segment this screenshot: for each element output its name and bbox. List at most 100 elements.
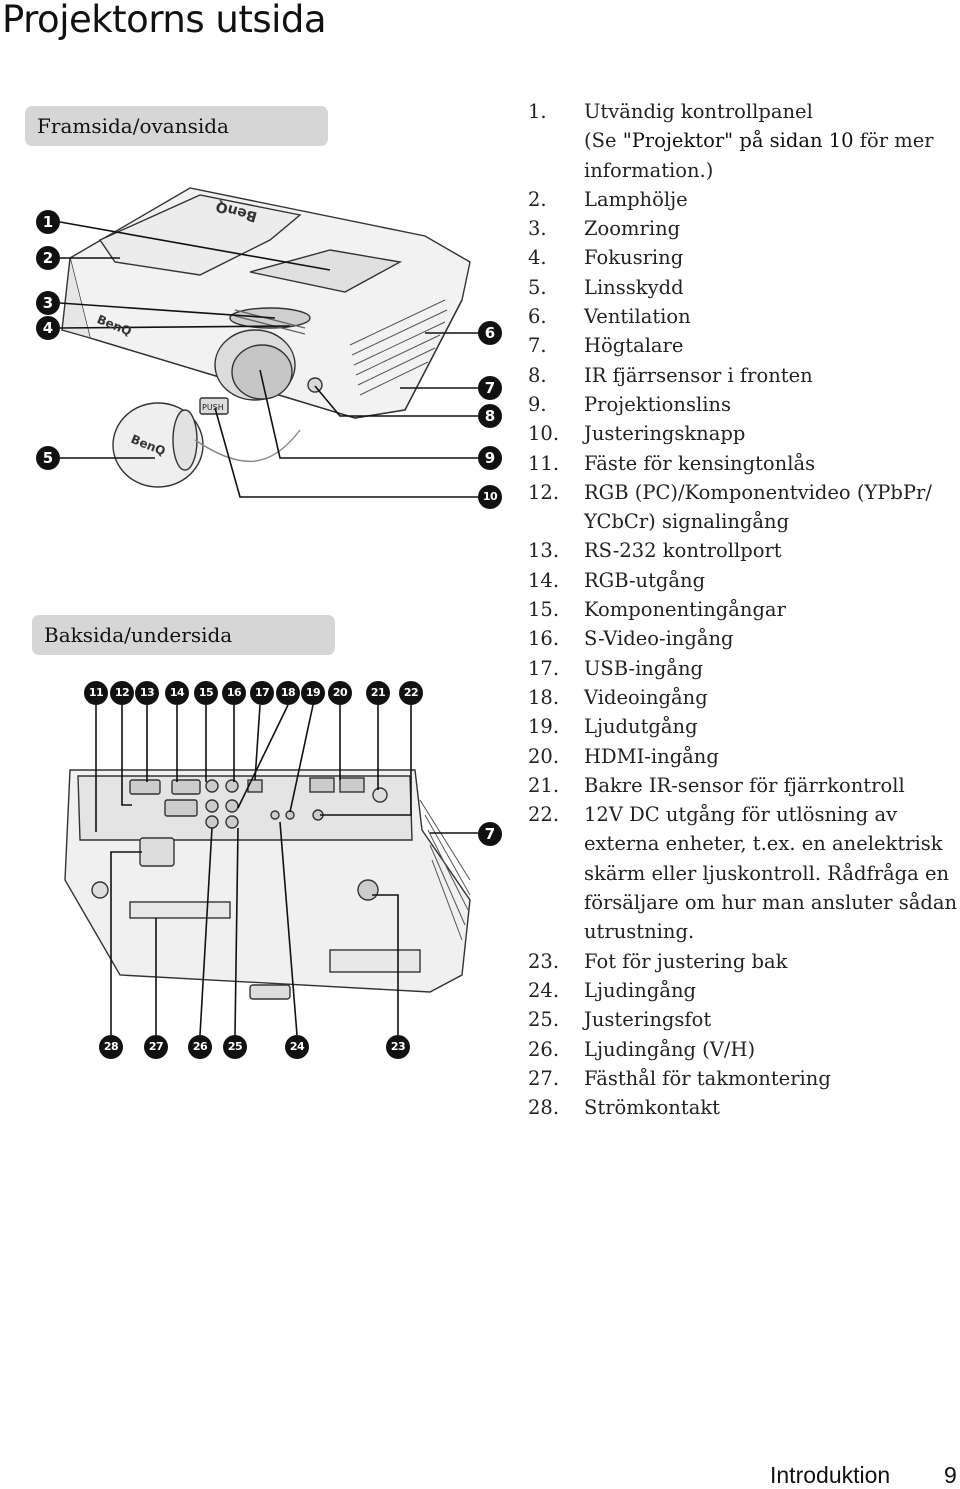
list-item: 9. Projektionslins: [528, 390, 958, 419]
callout-14: 14: [165, 681, 189, 705]
callout-9: 9: [478, 446, 502, 470]
list-item: 2. Lamphölje: [528, 185, 958, 214]
item-number: 14.: [528, 568, 560, 592]
item-number: 19.: [528, 715, 560, 739]
item-number: 23.: [528, 949, 560, 973]
callout-25: 25: [223, 1035, 247, 1059]
callout-11: 11: [84, 681, 108, 705]
callout-23: 23: [386, 1035, 410, 1059]
item-number: 20.: [528, 744, 560, 768]
list-item: 12.RGB (PC)/Komponentvideo (YPbPr/ YCbCr…: [528, 478, 958, 537]
item-number: 1.: [528, 100, 547, 123]
list-item: 17. USB-ingång: [528, 654, 958, 683]
page-title: Projektorns utsida: [2, 0, 327, 41]
callout-17: 17: [250, 681, 274, 705]
item-text: IR fjärrsensor i fronten: [584, 363, 813, 387]
item-text: Lamphölje: [584, 187, 688, 211]
push-label: PUSH: [202, 403, 224, 412]
item-number: 2.: [528, 187, 547, 211]
callout-2: 2: [36, 246, 60, 270]
item-number: 12.: [528, 480, 560, 504]
list-item: 15. Komponentingångar: [528, 595, 958, 624]
item-number: 4.: [528, 246, 547, 270]
list-item: 25. Justeringsfot: [528, 1005, 958, 1034]
callout-7-rear: 7: [478, 822, 502, 846]
list-item: 4. Fokusring: [528, 243, 958, 272]
callout-21: 21: [366, 681, 390, 705]
item-number: 24.: [528, 978, 560, 1002]
item-number: 13.: [528, 539, 560, 563]
list-item: 1. Utvändig kontrollpanel (Se "Projektor" …: [528, 97, 958, 185]
item-text: Fäste för kensingtonlås: [584, 451, 816, 475]
item-text: Utvändig kontrollpanel: [584, 100, 813, 123]
list-item: 23.Fot för justering bak: [528, 947, 958, 976]
item-text: RGB-utgång: [584, 568, 706, 592]
callout-24: 24: [285, 1035, 309, 1059]
item-text: Ljudutgång: [584, 715, 698, 739]
item-text: Justeringsfot: [584, 1008, 712, 1032]
callout-15: 15: [194, 681, 218, 705]
item-text: Komponentingångar: [584, 598, 786, 622]
projector-illustration: BenQ BenQ BenQ PUSH: [59, 187, 480, 1036]
item-number: 26.: [528, 1037, 560, 1061]
callout-13: 13: [135, 681, 159, 705]
list-item: 11.Fäste för kensingtonlås: [528, 449, 958, 478]
page-reference-link[interactable]: "Projektor" på sidan 10: [622, 129, 854, 153]
list-item: 6. Ventilation: [528, 302, 958, 331]
projector-back-drawing: [64, 704, 478, 1036]
footer-page-number: 9: [944, 1462, 957, 1488]
callout-22: 22: [399, 681, 423, 705]
item-number: 3.: [528, 217, 547, 241]
list-item: 8. IR fjärrsensor i fronten: [528, 361, 958, 390]
projector-front-drawing: BenQ BenQ BenQ PUSH: [59, 187, 480, 498]
item-text: Strömkontakt: [584, 1096, 720, 1120]
list-item: 14. RGB-utgång: [528, 566, 958, 595]
callout-28: 28: [99, 1035, 123, 1059]
item-number: 21.: [528, 773, 560, 797]
callout-3: 3: [36, 291, 60, 315]
callout-8: 8: [478, 404, 502, 428]
item-text: Zoomring: [584, 217, 681, 241]
item-text: RS-232 kontrollport: [584, 539, 782, 563]
item-number: 18.: [528, 685, 560, 709]
item-text: USB-ingång: [584, 656, 704, 680]
list-item: 21.Bakre IR-sensor för fjärrkontroll: [528, 771, 958, 800]
item-number: 6.: [528, 305, 547, 329]
list-item: 20. HDMI-ingång: [528, 742, 958, 771]
item-number: 8.: [528, 363, 547, 387]
item-number: 15.: [528, 598, 560, 622]
item-number: 9.: [528, 392, 547, 416]
item-number: 17.: [528, 656, 560, 680]
item-text: Fästhål för takmontering: [584, 1066, 831, 1090]
list-item: 24. Ljudingång: [528, 976, 958, 1005]
item-text: HDMI-ingång: [584, 744, 719, 768]
list-item: 16.S-Video-ingång: [528, 624, 958, 653]
item-number: 5.: [528, 275, 547, 299]
list-item: 10.Justeringsknapp: [528, 419, 958, 448]
item-text: Ventilation: [584, 305, 691, 329]
item-text: Projektionslins: [584, 392, 732, 416]
callout-18: 18: [276, 681, 300, 705]
item-number: 7.: [528, 334, 547, 358]
item-text: 12V DC utgång för utlösning av externa e…: [584, 803, 958, 944]
section-header-back: Baksida/undersida: [32, 615, 335, 655]
callout-12: 12: [110, 681, 134, 705]
list-item: 5.Linsskydd: [528, 273, 958, 302]
item-number: 27.: [528, 1066, 560, 1090]
footer-section-title: Introduktion: [770, 1462, 891, 1488]
item-number: 10.: [528, 422, 560, 446]
item-text: S-Video-ingång: [584, 627, 734, 651]
list-item: 19. Ljudutgång: [528, 712, 958, 741]
callout-1: 1: [36, 210, 60, 234]
callout-5: 5: [36, 446, 60, 470]
item-text: Fokusring: [584, 246, 684, 270]
item-text: Ljudingång: [584, 978, 696, 1002]
list-item: 13. RS-232 kontrollport: [528, 536, 958, 565]
item-number: 25.: [528, 1008, 560, 1032]
callout-7: 7: [478, 376, 502, 400]
item-subtext: (Se: [584, 129, 623, 153]
item-number: 22.: [528, 803, 560, 827]
callout-10: 10: [478, 485, 502, 509]
callout-20: 20: [328, 681, 352, 705]
callout-19: 19: [301, 681, 325, 705]
